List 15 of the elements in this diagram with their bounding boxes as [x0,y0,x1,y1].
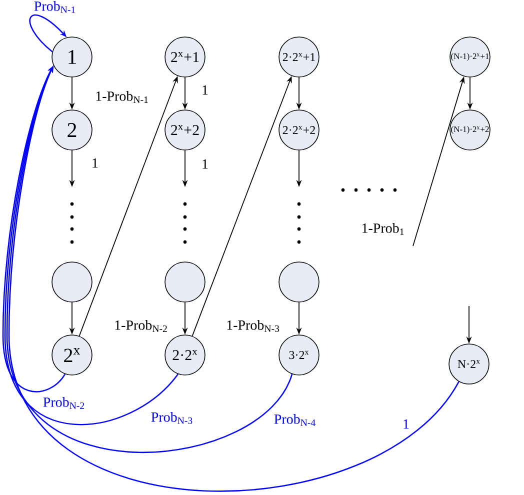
edge-label: 1 [200,158,210,170]
edge-label: 1-Prob$_{1}$ [360,222,406,236]
edge-label: Prob$_{N-3}$ [150,411,194,425]
edge-label: Prob$_{N-4}$ [272,413,318,427]
edge-label: Prob$_{N-1}$ [32,0,78,14]
edge-label: 1 [200,84,210,96]
state-circle [278,262,320,302]
edge-label: 1-Prob$_{N-1}$ [94,90,150,104]
edge-label: 1 [402,418,410,430]
state-circle [164,262,206,302]
edge-label: 1 [90,157,100,169]
edge-label: Prob$_{N-2}$ [42,396,86,410]
state-circle [52,262,92,302]
edge-label: 1-Prob$_{N-3}$ [225,319,281,333]
edge-label: 1-Prob$_{N-2}$ [113,319,169,333]
